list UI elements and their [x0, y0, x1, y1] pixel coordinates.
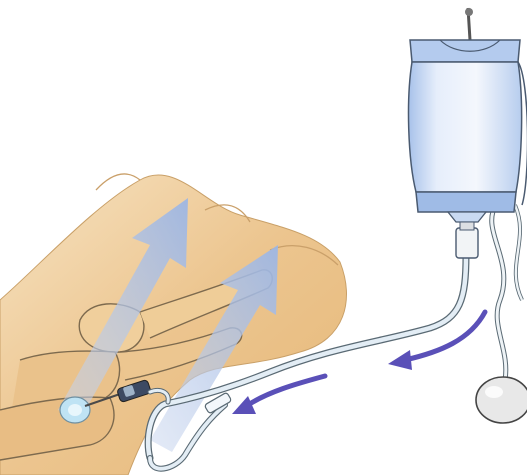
flow-arrow-lower: [248, 376, 325, 405]
bag-body: [409, 62, 522, 192]
inflation-bulb: [476, 377, 527, 423]
bag-bottom-band: [416, 192, 516, 212]
iv-bag: [409, 8, 527, 258]
bag-outlet: [448, 212, 486, 222]
drip-chamber: [456, 228, 478, 258]
flow-arrowhead-upper: [388, 350, 412, 370]
